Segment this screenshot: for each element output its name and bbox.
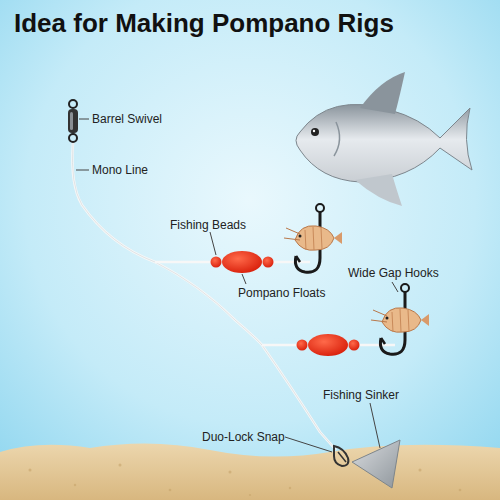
part-label: Wide Gap Hooks <box>348 266 439 280</box>
part-label: Mono Line <box>92 163 148 177</box>
part-label: Fishing Sinker <box>323 388 399 402</box>
title: Idea for Making Pompano Rigs <box>14 8 394 38</box>
part-label: Barrel Swivel <box>92 112 162 126</box>
part-label: Pompano Floats <box>238 286 325 300</box>
part-label: Duo-Lock Snap <box>202 430 285 444</box>
part-label: Fishing Beads <box>170 218 246 232</box>
